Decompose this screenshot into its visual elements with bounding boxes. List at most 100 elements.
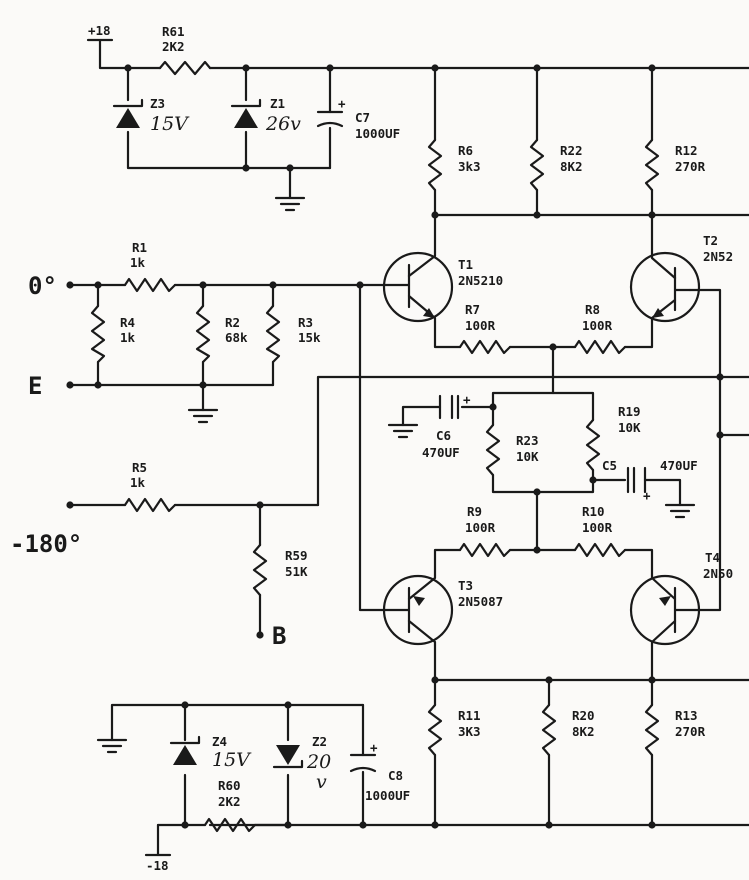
r5-value: 1k xyxy=(130,475,146,490)
r60-value: 2K2 xyxy=(218,794,241,809)
resistor-r9 xyxy=(458,542,512,558)
resistor-r1 xyxy=(123,277,177,293)
z4-name: Z4 xyxy=(212,734,227,749)
transistor-t3 xyxy=(382,573,454,647)
c5-value: 470UF xyxy=(660,458,698,473)
t2-name: T2 xyxy=(703,233,718,248)
r22-value: 8K2 xyxy=(560,159,583,174)
zener-z3 xyxy=(112,98,144,128)
t2-part: 2N52 xyxy=(703,249,733,264)
terminal-0-degree: 0° xyxy=(28,272,57,300)
t1-part: 2N5210 xyxy=(458,273,503,288)
r11-value: 3K3 xyxy=(458,724,481,739)
terminal-b: B xyxy=(272,622,286,650)
r12-name: R12 xyxy=(675,143,698,158)
t4-name: T4 xyxy=(705,550,720,565)
r59-value: 51K xyxy=(285,564,308,579)
z3-name: Z3 xyxy=(150,96,165,111)
z2-value: 20 xyxy=(306,751,331,773)
r7-value: 100R xyxy=(465,318,496,333)
c6-value: 470UF xyxy=(422,445,460,460)
ground-symbol xyxy=(187,408,219,424)
capacitor-c6: + xyxy=(438,392,471,420)
r3-name: R3 xyxy=(298,315,313,330)
zener-z2 xyxy=(272,745,304,769)
resistor-r2 xyxy=(195,304,211,364)
c5-name: C5 xyxy=(602,458,617,473)
r13-value: 270R xyxy=(675,724,706,739)
resistor-r19 xyxy=(585,418,601,472)
ground-symbol xyxy=(387,423,419,439)
ground-symbol xyxy=(96,738,128,754)
r4-name: R4 xyxy=(120,315,135,330)
r8-value: 100R xyxy=(582,318,613,333)
r2-name: R2 xyxy=(225,315,240,330)
r8-name: R8 xyxy=(585,302,600,317)
transistor-t2 xyxy=(629,250,701,324)
r6-name: R6 xyxy=(458,143,473,158)
resistor-r3 xyxy=(265,304,281,364)
resistor-r23 xyxy=(485,423,501,477)
terminal-e: E xyxy=(28,372,42,400)
resistor-r6 xyxy=(427,138,443,192)
zener-z1 xyxy=(230,98,262,128)
r20-value: 8K2 xyxy=(572,724,595,739)
wires xyxy=(68,38,749,857)
r19-value: 10K xyxy=(618,420,641,435)
ground-symbol xyxy=(664,503,696,519)
t4-part: 2N50 xyxy=(703,566,733,581)
z2-value-unit: v xyxy=(316,771,327,793)
r13-name: R13 xyxy=(675,708,698,723)
c8-value: 1000UF xyxy=(365,788,410,803)
r6-value: 3k3 xyxy=(458,159,481,174)
terminal-minus-180: -180° xyxy=(10,530,82,558)
r5-name: R5 xyxy=(132,460,147,475)
z3-value: 15V xyxy=(150,113,190,135)
svg-text:+: + xyxy=(463,392,471,407)
ground-symbol xyxy=(274,196,306,212)
r23-value: 10K xyxy=(516,449,539,464)
resistor-r8 xyxy=(573,339,627,355)
resistor-r10 xyxy=(573,542,627,558)
c7-value: 1000UF xyxy=(355,126,400,141)
capacitor-c7: + xyxy=(316,96,346,128)
r23-name: R23 xyxy=(516,433,539,448)
supply-negative-label: -18 xyxy=(146,858,169,873)
z4-value: 15V xyxy=(212,749,252,771)
r9-value: 100R xyxy=(465,520,496,535)
resistor-r61 xyxy=(158,60,212,76)
transistor-t4 xyxy=(629,573,701,647)
capacitor-c5: + xyxy=(626,466,651,503)
r10-name: R10 xyxy=(582,504,605,519)
z1-name: Z1 xyxy=(270,96,285,111)
t1-name: T1 xyxy=(458,257,473,272)
resistor-r20 xyxy=(541,703,557,757)
junctions xyxy=(66,64,724,829)
r4-value: 1k xyxy=(120,330,136,345)
resistor-r11 xyxy=(427,703,443,757)
r19-name: R19 xyxy=(618,404,641,419)
r60-name: R60 xyxy=(218,778,241,793)
r7-name: R7 xyxy=(465,302,480,317)
resistor-r12 xyxy=(644,138,660,192)
transistor-t1 xyxy=(382,250,454,324)
r3-value: 15k xyxy=(298,330,321,345)
r1-name: R1 xyxy=(132,240,147,255)
z2-name: Z2 xyxy=(312,734,327,749)
t3-part: 2N5087 xyxy=(458,594,503,609)
supply-positive-label: +18 xyxy=(88,23,111,38)
capacitor-c8: + xyxy=(349,740,378,773)
svg-text:+: + xyxy=(370,740,378,755)
resistor-r13 xyxy=(644,703,660,757)
svg-text:+: + xyxy=(338,96,346,111)
c8-name: C8 xyxy=(388,768,403,783)
r61-value: 2K2 xyxy=(162,39,185,54)
c6-name: C6 xyxy=(436,428,451,443)
r12-value: 270R xyxy=(675,159,706,174)
r20-name: R20 xyxy=(572,708,595,723)
resistor-r4 xyxy=(90,304,106,364)
z1-value: 26v xyxy=(265,113,301,135)
r2-value: 68k xyxy=(225,330,248,345)
r10-value: 100R xyxy=(582,520,613,535)
